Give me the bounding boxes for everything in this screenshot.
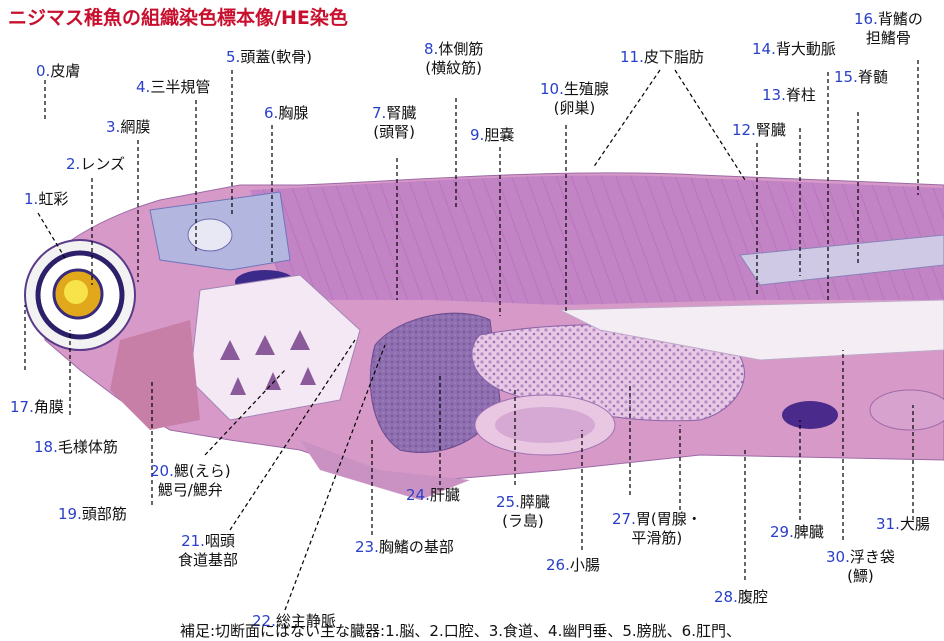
label-thymus: 6.胸腺 <box>264 104 308 123</box>
label-abdominal-cavity: 28.腹腔 <box>714 588 768 607</box>
label-kidney: 12.腎臓 <box>732 121 786 140</box>
label-retina: 3.網膜 <box>106 118 150 137</box>
label-skin: 0.皮膚 <box>36 62 80 81</box>
label-stomach: 27.胃(胃腺・平滑筋) <box>612 510 702 548</box>
label-spinal-cord: 15.脊髄 <box>834 68 888 87</box>
semicircular-canal <box>188 219 232 251</box>
label-lateral-muscle: 8.体側筋(横紋筋) <box>424 40 483 78</box>
label-iris: 1.虹彩 <box>24 190 68 209</box>
label-gonad: 10.生殖腺(卵巣) <box>540 80 609 118</box>
label-large-intestine: 31.大腸 <box>876 515 930 534</box>
label-kidney-head: 7.腎臓(頭腎) <box>372 104 416 142</box>
label-subcutaneous-fat: 11.皮下脂肪 <box>620 48 704 67</box>
label-spleen: 29.脾臓 <box>770 523 824 542</box>
label-dorsal-fin-support: 16.背鰭の担鰭骨 <box>854 10 923 48</box>
lateral-muscle <box>250 175 944 305</box>
pancreas-region <box>495 407 595 443</box>
label-small-intestine: 26.小腸 <box>546 556 600 575</box>
label-skull: 5.頭蓋(軟骨) <box>226 48 312 67</box>
label-pharynx: 21.咽頭食道基部 <box>178 532 238 570</box>
footnote: 補足:切断面にはない主な臓器:1.脳、2.口腔、3.食道、4.幽門垂、5.膀胱、… <box>180 620 741 641</box>
large-intestine <box>870 390 944 430</box>
label-ciliary-muscle: 18.毛様体筋 <box>34 438 118 457</box>
label-liver: 24.肝臓 <box>406 486 460 505</box>
label-semicircular-canal: 4.三半規管 <box>136 78 210 97</box>
label-vertebral-column: 13.脊柱 <box>762 86 816 105</box>
label-pectoral-fin-base: 23.胸鰭の基部 <box>355 538 454 557</box>
label-swim-bladder: 30.浮き袋(鰾) <box>826 548 895 586</box>
label-pancreas: 25.膵臓(ラ島) <box>496 493 550 531</box>
label-head-muscle: 19.頭部筋 <box>58 505 127 524</box>
label-gills: 20.鰓(えら)鰓弓/鰓弁 <box>150 462 231 500</box>
spleen <box>782 401 838 429</box>
label-gallbladder: 9.胆嚢 <box>470 126 514 145</box>
label-dorsal-aorta: 14.背大動脈 <box>752 40 836 59</box>
lens-core <box>64 280 88 304</box>
label-lens: 2.レンズ <box>66 155 125 174</box>
label-cornea: 17.角膜 <box>10 398 64 417</box>
